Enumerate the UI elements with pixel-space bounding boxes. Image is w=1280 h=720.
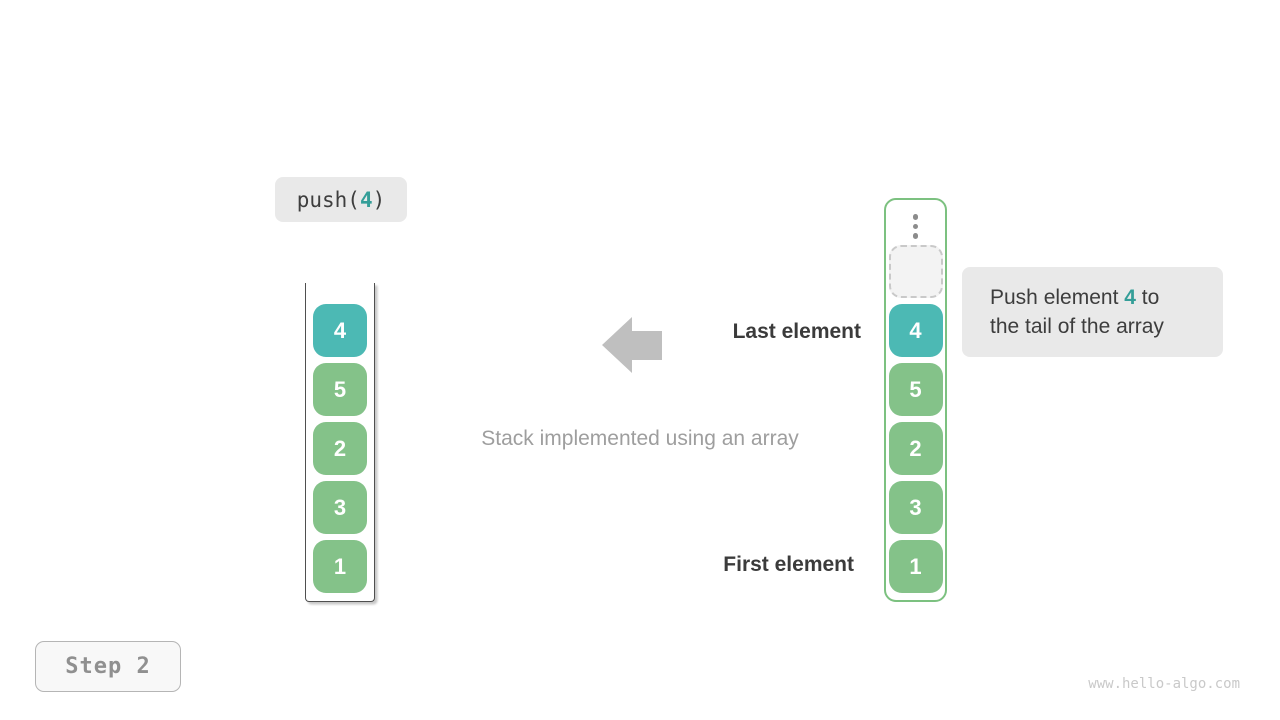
watermark: www.hello-algo.com [1088, 676, 1240, 692]
array-cell-empty [888, 245, 943, 298]
push-operation-prefix: push( [296, 187, 360, 212]
step-badge: Step 2 [35, 641, 181, 692]
last-element-label: Last element [732, 320, 861, 343]
stack-cell-top: 4 [313, 304, 367, 357]
array-cell: 1 [888, 540, 943, 593]
array-cell: 3 [888, 481, 943, 534]
array-container: 4 5 2 3 1 [884, 198, 947, 602]
push-operation-suffix: ) [372, 187, 386, 212]
array-cell: 5 [888, 363, 943, 416]
ellipsis-icon [886, 214, 945, 239]
stack-cell: 3 [313, 481, 367, 534]
first-element-label: First element [723, 553, 854, 576]
push-operation-label: push(4) [275, 177, 407, 222]
array-cell: 2 [888, 422, 943, 475]
stack-container: 4 5 2 3 1 [305, 283, 375, 602]
stack-cell: 1 [313, 540, 367, 593]
bubble-text-1: Push element [990, 286, 1125, 309]
stack-cell: 5 [313, 363, 367, 416]
bubble-text-3: the tail of the array [990, 315, 1164, 338]
bubble-highlight: 4 [1124, 286, 1136, 309]
left-arrow-icon [602, 317, 662, 373]
bubble-text-2: to [1135, 286, 1160, 309]
diagram-caption: Stack implemented using an array [481, 427, 799, 450]
stack-cell: 2 [313, 422, 367, 475]
explanation-bubble: Push element 4 to the tail of the array [962, 267, 1223, 357]
push-operation-arg: 4 [359, 187, 373, 212]
array-cells: 4 5 2 3 1 [886, 245, 945, 593]
array-cell-pushed: 4 [888, 304, 943, 357]
